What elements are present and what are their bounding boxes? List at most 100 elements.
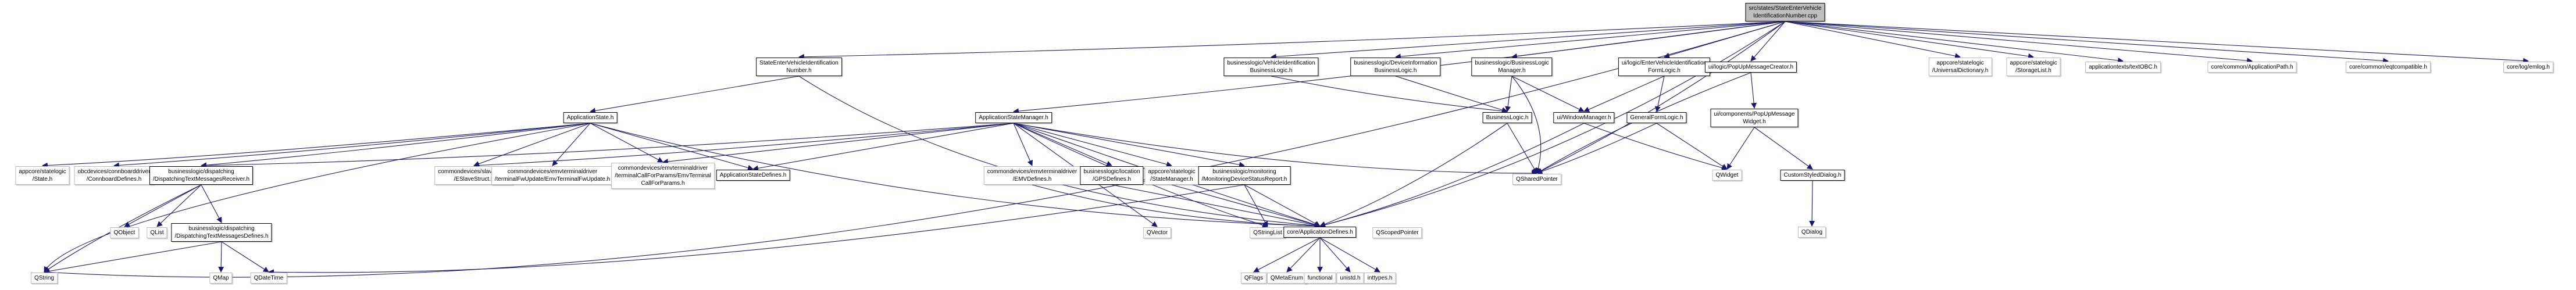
edge-dtmr-to-qlist	[156, 184, 202, 227]
graph-node-udict: appcore/statelogic /UniversalDictionary.…	[1928, 58, 1992, 76]
graph-node-qstringlist: QStringList	[1250, 227, 1286, 238]
graph-node-tobc: applicationtexts/textOBC.h	[2085, 62, 2161, 73]
graph-node-astatemgr[interactable]: ApplicationStateManager.h	[975, 112, 1052, 123]
graph-node-dtmr[interactable]: businesslogic/dispatching /DispatchingTe…	[149, 166, 254, 185]
edge-appdef-to-qflags	[1253, 237, 1321, 273]
edge-astatemgr-to-gps	[1013, 123, 1112, 167]
graph-node-mdsr[interactable]: businesslogic/monitoring /MonitoringDevi…	[1198, 166, 1291, 185]
edge-pumw-to-csd	[1754, 127, 1813, 170]
graph-node-functional: functional	[1304, 273, 1336, 284]
edge-astate-to-dtmr	[201, 123, 591, 169]
graph-node-blogic[interactable]: BusinessLogic.h	[1482, 112, 1532, 123]
edge-smgr-to-appdef	[1171, 184, 1321, 228]
edge-astate-to-eslave	[473, 123, 591, 167]
edge-astate-to-emvcall	[590, 123, 663, 163]
edge-astatemgr-to-emvcall	[662, 123, 1014, 164]
graph-node-dtmd[interactable]: businesslogic/dispatching /DispatchingTe…	[171, 223, 272, 242]
edge-dtmd-to-qdatetime	[221, 241, 269, 273]
graph-node-qdialog: QDialog	[1797, 227, 1826, 238]
edge-appdef-to-qmetaenum	[1286, 237, 1321, 273]
graph-node-astate[interactable]: ApplicationState.h	[563, 112, 618, 123]
edge-astate-to-appdef	[590, 123, 1321, 229]
edge-astate-to-connb	[113, 123, 591, 169]
edge-blm-to-wmgr	[1511, 76, 1585, 112]
edge-root-to-emlog	[1785, 21, 2529, 64]
edge-csd-to-qdialog	[1809, 180, 1815, 227]
edge-blogic-to-appdef	[1319, 123, 1508, 227]
edge-astatemgr-to-eslave	[473, 123, 1014, 169]
edge-root-to-slist	[1785, 21, 2034, 59]
edge-root-to-sevin_h	[798, 21, 1786, 60]
edge-mdsr-to-appdef	[1244, 184, 1321, 227]
graph-node-qsharedptr: QSharedPointer	[1512, 174, 1561, 185]
graph-node-qstring: QString	[31, 273, 58, 284]
edge-root-to-eqtc	[1785, 21, 2389, 64]
edge-blm-to-qsharedptr	[1511, 76, 1542, 174]
edge-root-to-tobc	[1785, 21, 2124, 63]
edge-root-to-vibl	[1271, 21, 1786, 60]
graph-node-gfl[interactable]: GeneralFormLogic.h	[1626, 112, 1687, 123]
graph-node-emlog: core/log/emlog.h	[2503, 62, 2553, 73]
graph-node-emvdef: commondevices/emvterminaldriver /EMVDefi…	[983, 166, 1081, 185]
edge-dtmr-to-qobject	[124, 184, 202, 227]
edge-astate-to-state_h	[42, 123, 591, 169]
edge-dibl-to-blogic	[1395, 76, 1508, 113]
graph-node-qdatetime: QDateTime	[250, 273, 287, 284]
edge-astate-to-qstring	[44, 123, 591, 273]
graph-node-qflags: QFlags	[1240, 273, 1267, 284]
graph-node-emvcall: commondevices/emvterminaldriver /termina…	[611, 163, 715, 189]
edge-astatemgr-to-asdef	[752, 123, 1014, 171]
edge-astate-to-emvfw	[552, 123, 591, 166]
graph-node-blm[interactable]: businesslogic/BusinessLogic Manager.h	[1471, 58, 1553, 76]
graph-node-pumw[interactable]: ui/components/PopUpMessage Widget.h	[1710, 109, 1799, 127]
graph-node-slist: appcore/statelogic /StorageList.h	[2006, 58, 2061, 76]
graph-node-root: src/states/StateEnterVehicle Identificat…	[1745, 3, 1825, 22]
edge-blm-to-blogic	[1505, 76, 1512, 112]
graph-node-connb: obcdevices/connboarddriver /ConnboardDef…	[74, 166, 154, 185]
edge-blogic-to-qsharedptr	[1507, 123, 1537, 174]
edge-evif-to-gfl	[1655, 76, 1665, 112]
edge-wmgr-to-appdef	[1319, 123, 1585, 228]
graph-node-qmetaenum: QMetaEnum	[1266, 273, 1307, 284]
graph-node-asdef[interactable]: ApplicationStateDefines.h	[716, 170, 790, 181]
edge-appdef-to-unistd	[1319, 237, 1351, 273]
graph-node-smgr: appcore/statelogic /StateManager.h	[1144, 166, 1199, 185]
edge-root-to-qsharedptr	[1536, 21, 1786, 174]
edge-gps-to-appdef	[1111, 184, 1321, 228]
edge-dtmd-to-qmap	[218, 241, 224, 273]
graph-node-wmgr[interactable]: ui/WindowManager.h	[1553, 112, 1615, 123]
edge-astatemgr-to-dtmr	[201, 123, 1014, 169]
graph-node-dibl[interactable]: businesslogic/DeviceInformation Business…	[1350, 58, 1441, 76]
edge-dtmd-to-qstring	[44, 241, 222, 274]
graph-node-gps[interactable]: businesslogic/location /GPSDefines.h	[1080, 166, 1144, 185]
edge-pumc-to-pumw	[1750, 72, 1757, 109]
graph-node-inttypes: inttypes.h	[1364, 273, 1396, 284]
edge-appdef-to-inttypes	[1319, 237, 1380, 273]
graph-node-appdef[interactable]: core/ApplicationDefines.h	[1283, 227, 1357, 238]
edge-gfl-to-qsharedptr	[1536, 123, 1657, 174]
graph-node-pumc[interactable]: ui/logic/PopUpMessageCreator.h	[1704, 62, 1797, 73]
graph-node-qwidget: QWidget	[1712, 170, 1742, 181]
edge-sevin_h-to-astate	[590, 76, 800, 114]
edge-sevin_h-to-appdef	[798, 76, 1321, 229]
graph-node-qvector: QVector	[1143, 227, 1172, 238]
edge-gfl-to-qwidget	[1656, 123, 1728, 170]
graph-node-evif[interactable]: ui/logic/EnterVehicleIdentification Form…	[1618, 58, 1711, 76]
graph-node-apath: core/common/ApplicationPath.h	[2207, 62, 2297, 73]
edge-pumw-to-qwidget	[1726, 127, 1755, 170]
graph-node-qscoped: QScopedPointer	[1372, 227, 1422, 238]
graph-node-state_h: appcore/statelogic /State.h	[15, 166, 70, 185]
graph-node-vibl[interactable]: businesslogic/VehicleIdentification Busi…	[1223, 58, 1319, 76]
graph-node-qobject: QObject	[110, 227, 139, 238]
edge-dtmr-to-dtmd	[201, 184, 222, 223]
edge-wmgr-to-qwidget	[1583, 123, 1728, 171]
graph-node-sevin_h[interactable]: StateEnterVehicleIdentification Number.h	[756, 58, 842, 76]
graph-node-csd[interactable]: CustomStyledDialog.h	[1780, 170, 1845, 181]
edge-mdsr-to-qstringlist	[1244, 184, 1268, 227]
graph-node-eqtc: core/common/eqtcompatible.h	[2346, 62, 2431, 73]
edge-astatemgr-to-smgr	[1013, 123, 1172, 167]
edge-mdsr-to-qdatetime	[268, 184, 1245, 275]
edge-root-to-dibl	[1395, 21, 1786, 60]
